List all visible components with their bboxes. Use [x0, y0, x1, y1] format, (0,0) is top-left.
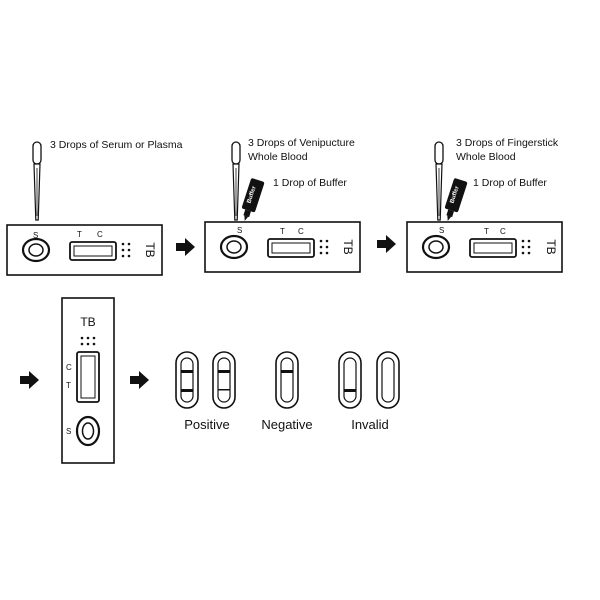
cassette-name: TB: [80, 315, 95, 329]
positive-label: Positive: [184, 417, 230, 432]
step-2-label-line2: Whole Blood: [248, 151, 308, 163]
dropper-icon: [434, 141, 444, 221]
control-line: [281, 370, 293, 373]
test-line-mark: T: [484, 227, 489, 236]
test-line-mark: T: [280, 227, 285, 236]
cassette-name: TB: [341, 239, 355, 254]
dropper-icon: [32, 141, 42, 221]
cassette-name: TB: [143, 242, 157, 257]
arrow-icon: [130, 371, 149, 389]
dropper-icon: [231, 141, 241, 221]
cassette-name: TB: [544, 239, 558, 254]
result-negative: Negative: [261, 351, 313, 432]
step-2-venipuncture-blood: 3 Drops of Venipucture Whole Blood 1 Dro…: [205, 137, 360, 272]
step-1-serum-plasma: 3 Drops of Serum or Plasma S T C TB: [7, 139, 183, 275]
control-line-mark: C: [97, 230, 103, 239]
control-line: [181, 370, 193, 373]
step-2-label-line1: 3 Drops of Venipucture: [248, 137, 355, 149]
faint-test-line: [218, 389, 230, 391]
test-cassette: [7, 225, 162, 275]
result-invalid: Invalid: [338, 351, 400, 432]
step-3-buffer-label: 1 Drop of Buffer: [473, 177, 547, 189]
sample-well-mark: S: [439, 226, 444, 235]
step-3-label-line2: Whole Blood: [456, 151, 516, 163]
result-window: [212, 351, 236, 409]
test-line-mark: T: [66, 381, 71, 390]
arrow-icon: [377, 235, 396, 253]
test-line: [344, 389, 356, 392]
control-line-mark: C: [298, 227, 304, 236]
result-window: [175, 351, 199, 409]
result-positive: Positive: [175, 351, 236, 432]
invalid-label: Invalid: [351, 417, 389, 432]
step-1-label: 3 Drops of Serum or Plasma: [50, 139, 183, 151]
result-window: [338, 351, 362, 409]
control-line-mark: C: [500, 227, 506, 236]
buffer-bottle-text: Buffer: [247, 185, 258, 204]
arrow-icon: [20, 371, 39, 389]
vertical-cassette: TB C T S: [61, 297, 115, 464]
arrow-icon: [176, 238, 195, 256]
result-window: [275, 351, 299, 409]
step-3-label-line1: 3 Drops of Fingerstick: [456, 137, 559, 149]
sample-well-mark: S: [33, 231, 38, 240]
test-line: [181, 389, 193, 392]
negative-label: Negative: [261, 417, 312, 432]
control-line: [218, 370, 230, 373]
sample-well-mark: S: [66, 427, 71, 436]
indicator-dots: [80, 336, 96, 346]
control-line-mark: C: [66, 363, 72, 372]
test-line-mark: T: [77, 230, 82, 239]
result-window: [376, 351, 400, 409]
sample-well-mark: S: [237, 226, 242, 235]
step-3-fingerstick-blood: 3 Drops of Fingerstick Whole Blood 1 Dro…: [407, 137, 562, 272]
buffer-bottle-text: Buffer: [450, 185, 461, 204]
step-2-buffer-label: 1 Drop of Buffer: [273, 177, 347, 189]
